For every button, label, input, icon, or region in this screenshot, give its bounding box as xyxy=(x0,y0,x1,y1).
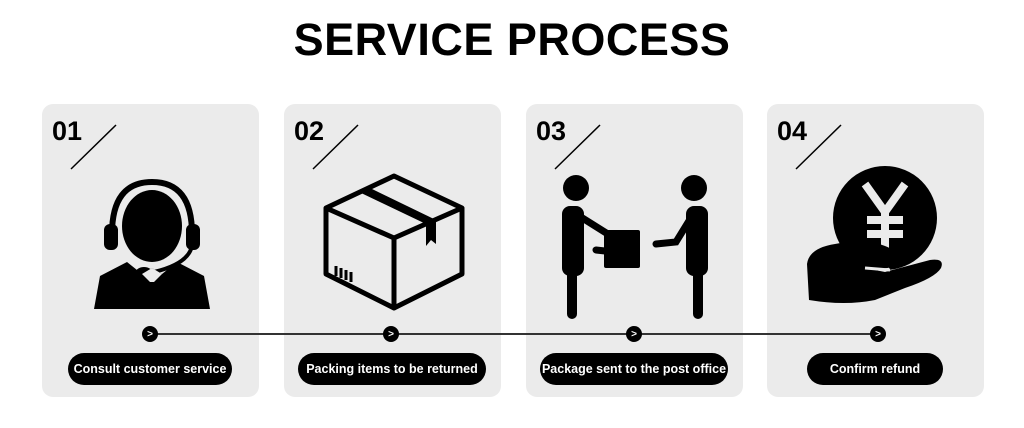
page-title: SERVICE PROCESS xyxy=(293,14,731,65)
step-card-4: 04 Confirm refund xyxy=(767,104,984,397)
arrow-right-icon: > xyxy=(870,326,886,342)
arrow-right-icon: > xyxy=(383,326,399,342)
step-label: Consult customer service xyxy=(68,353,232,385)
step-card-1: 01 Consult customer service xyxy=(42,104,259,397)
arrow-right-icon: > xyxy=(142,326,158,342)
slash-divider xyxy=(795,124,842,170)
yen-coin-hand-icon xyxy=(807,166,942,303)
step-label: Package sent to the post office xyxy=(540,353,728,385)
step-card-3: 03 Package sent to the post office xyxy=(526,104,743,397)
step-number: 03 xyxy=(536,116,567,146)
slash-divider xyxy=(312,124,359,170)
process-connector-line xyxy=(150,333,878,335)
step-number: 01 xyxy=(52,116,83,146)
step-number: 04 xyxy=(777,116,808,146)
package-handover-icon xyxy=(562,175,708,319)
package-box-icon xyxy=(323,173,465,311)
customer-service-headset-icon xyxy=(94,178,210,309)
step-card-2: 02 Packing items to be returned xyxy=(284,104,501,397)
slash-divider xyxy=(554,124,601,170)
step-label: Confirm refund xyxy=(807,353,943,385)
step-number: 02 xyxy=(294,116,325,146)
step-label: Packing items to be returned xyxy=(298,353,486,385)
arrow-right-icon: > xyxy=(626,326,642,342)
slash-divider xyxy=(70,124,117,170)
